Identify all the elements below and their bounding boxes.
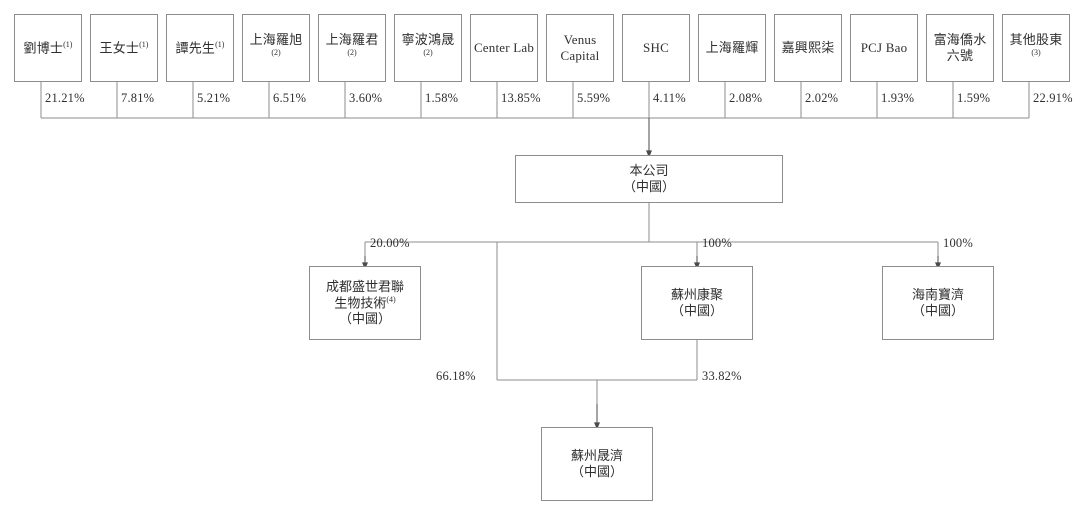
subsidiary-box-2[interactable]: 海南寶濟（中國） (882, 266, 994, 340)
shareholder-percent-13: 22.91% (1033, 91, 1073, 105)
shareholder-label-8: SHC (643, 40, 669, 56)
subsidiary-label-2: 海南寶濟（中國） (911, 287, 964, 318)
subsidiary-label-1: 蘇州康聚（中國） (670, 287, 723, 318)
subsidiary-box-0[interactable]: 成都盛世君聯生物技術(4)（中國） (309, 266, 421, 340)
joint-venture-box[interactable]: 蘇州晟濟（中國） (541, 427, 653, 501)
footnote-marker: (3) (1031, 47, 1041, 57)
shareholder-percent-5: 1.58% (425, 91, 459, 105)
footnote-marker: (2) (423, 47, 433, 57)
shareholder-percent-3: 6.51% (273, 91, 307, 105)
shareholder-label-9: 上海羅輝 (705, 40, 759, 56)
shareholder-label-2: 譚先生(1) (175, 39, 225, 56)
shareholder-box-5[interactable]: 寧波鴻晟(2) (394, 14, 462, 82)
footnote-marker: (1) (63, 39, 73, 49)
shareholder-box-9[interactable]: 上海羅輝 (698, 14, 766, 82)
shareholder-label-6: Center Lab (473, 40, 535, 56)
joint-venture-percent-left: 66.18% (436, 369, 476, 383)
shareholder-label-0: 劉博士(1) (23, 39, 73, 56)
shareholder-percent-8: 4.11% (653, 91, 686, 105)
shareholder-percent-2: 5.21% (197, 91, 231, 105)
joint-venture-label: 蘇州晟濟（中國） (570, 448, 623, 479)
shareholder-label-10: 嘉興熙柒 (781, 40, 835, 56)
shareholder-label-5: 寧波鴻晟(2) (401, 31, 455, 57)
subsidiary-box-1[interactable]: 蘇州康聚（中國） (641, 266, 753, 340)
shareholder-box-12[interactable]: 富海僑水六號 (926, 14, 994, 82)
joint-venture-percent-right: 33.82% (702, 369, 742, 383)
shareholder-box-1[interactable]: 王女士(1) (90, 14, 158, 82)
company-label: 本公司（中國） (622, 163, 675, 194)
footnote-marker: (2) (347, 47, 357, 57)
shareholder-percent-4: 3.60% (349, 91, 383, 105)
shareholder-box-4[interactable]: 上海羅君(2) (318, 14, 386, 82)
shareholder-percent-1: 7.81% (121, 91, 155, 105)
subsidiary-percent-1: 100% (702, 236, 732, 250)
shareholder-percent-7: 5.59% (577, 91, 611, 105)
shareholder-percent-10: 2.02% (805, 91, 839, 105)
shareholder-percent-0: 21.21% (45, 91, 85, 105)
shareholder-label-11: PCJ Bao (860, 40, 908, 56)
shareholder-box-11[interactable]: PCJ Bao (850, 14, 918, 82)
shareholder-percent-12: 1.59% (957, 91, 991, 105)
shareholder-percent-9: 2.08% (729, 91, 763, 105)
shareholder-box-8[interactable]: SHC (622, 14, 690, 82)
footnote-marker: (4) (386, 294, 396, 304)
shareholder-label-4: 上海羅君(2) (325, 31, 379, 57)
shareholder-box-10[interactable]: 嘉興熙柒 (774, 14, 842, 82)
shareholder-box-0[interactable]: 劉博士(1) (14, 14, 82, 82)
footnote-marker: (1) (139, 39, 149, 49)
shareholder-label-3: 上海羅旭(2) (249, 31, 303, 57)
shareholder-percent-11: 1.93% (881, 91, 915, 105)
shareholder-box-2[interactable]: 譚先生(1) (166, 14, 234, 82)
shareholder-label-13: 其他股東(3) (1009, 31, 1063, 57)
footnote-marker: (2) (271, 47, 281, 57)
subsidiary-percent-0: 20.00% (370, 236, 410, 250)
shareholder-box-13[interactable]: 其他股東(3) (1002, 14, 1070, 82)
subsidiary-label-0: 成都盛世君聯生物技術(4)（中國） (325, 279, 404, 327)
footnote-marker: (1) (215, 39, 225, 49)
shareholder-box-3[interactable]: 上海羅旭(2) (242, 14, 310, 82)
shareholder-percent-6: 13.85% (501, 91, 541, 105)
shareholder-label-1: 王女士(1) (99, 39, 149, 56)
shareholder-label-12: 富海僑水六號 (933, 32, 987, 63)
shareholder-box-6[interactable]: Center Lab (470, 14, 538, 82)
company-box[interactable]: 本公司（中國） (515, 155, 783, 203)
subsidiary-percent-2: 100% (943, 236, 973, 250)
